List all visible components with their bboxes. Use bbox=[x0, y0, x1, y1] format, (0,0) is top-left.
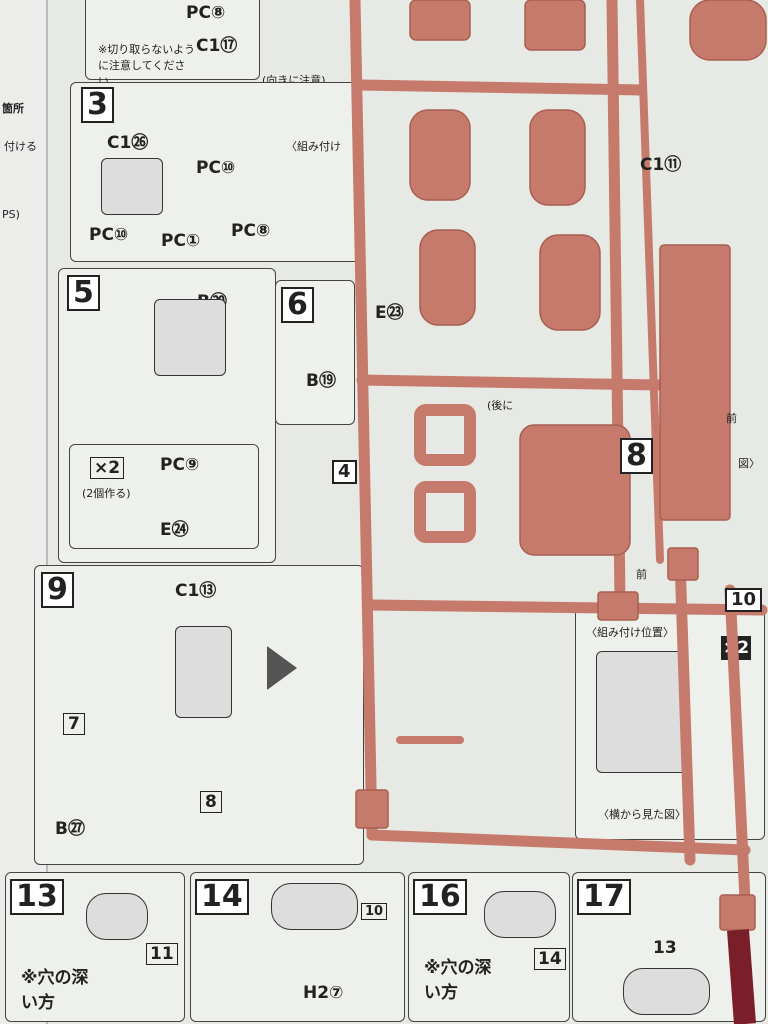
step-13: 13 11 ※穴の深い方 bbox=[5, 872, 185, 1022]
runner-frame bbox=[366, 599, 768, 616]
part-label: PC⑧ bbox=[231, 221, 271, 241]
step-14: 14 10 H2⑦ bbox=[190, 872, 405, 1022]
part-label: PC⑧ bbox=[186, 3, 226, 23]
runner-part bbox=[689, 0, 767, 61]
arrow-icon bbox=[267, 646, 297, 690]
runner-frame bbox=[356, 374, 666, 391]
runner-frame bbox=[354, 79, 646, 96]
note: (2個作る) bbox=[82, 487, 131, 500]
step-number: 5 bbox=[67, 275, 100, 311]
step-3: 3 C1㉖ PC⑩ PC⑩ PC① PC⑧ 〈組み付け bbox=[70, 82, 360, 262]
ref-number: 10 bbox=[361, 903, 388, 920]
part-label: PC① bbox=[161, 231, 201, 251]
runner-frame bbox=[366, 829, 751, 856]
left-text: PS) bbox=[2, 208, 20, 221]
runner-part bbox=[529, 109, 586, 206]
step-number: 8 bbox=[620, 438, 653, 474]
runner-part bbox=[409, 0, 471, 41]
step-number: 9 bbox=[41, 572, 74, 608]
part-label: E㉓ bbox=[375, 303, 404, 323]
runner-part bbox=[419, 229, 476, 326]
part-label: B⑲ bbox=[306, 371, 336, 391]
step-number: 13 bbox=[10, 879, 64, 915]
note: ※穴の深い方 bbox=[424, 958, 492, 1003]
ref-number: 7 bbox=[63, 713, 85, 735]
left-page: 箇所 付ける PS) bbox=[0, 0, 48, 1024]
runner-part bbox=[409, 109, 471, 201]
ref-number: 14 bbox=[534, 948, 566, 970]
quantity: ×2 bbox=[90, 457, 125, 479]
runner-gate bbox=[355, 789, 389, 829]
part-label: C1㉖ bbox=[107, 133, 149, 153]
step-top: PC⑧ C1⑰ ※切り取らないように注意してください。 bbox=[85, 0, 260, 88]
part-label: C1⑪ bbox=[640, 155, 682, 175]
part-label: C1⑰ bbox=[196, 36, 238, 56]
step-number: 4 bbox=[332, 460, 357, 484]
part-label: PC⑩ bbox=[89, 225, 129, 245]
part-label: H2⑦ bbox=[303, 983, 344, 1003]
part-label: PC⑩ bbox=[196, 158, 236, 178]
note: ※穴の深い方 bbox=[21, 968, 89, 1013]
runner-gate bbox=[719, 894, 756, 931]
note: 〈組み付け位置〉 bbox=[586, 626, 674, 639]
ref-number: 11 bbox=[146, 943, 178, 965]
step-number: 17 bbox=[577, 879, 631, 915]
runner-gate bbox=[667, 547, 699, 581]
note: 〈横から見た図〉 bbox=[598, 808, 686, 821]
note: (後に bbox=[487, 399, 514, 412]
part-label: PC⑨ bbox=[160, 455, 200, 475]
left-text: 箇所 bbox=[2, 102, 24, 115]
runner-frame bbox=[349, 0, 378, 841]
part-label: B㉗ bbox=[55, 819, 85, 839]
sub-box: ×2 (2個作る) PC⑨ E㉔ bbox=[69, 444, 259, 549]
step-9: 9 C1⑬ 7 8 B㉗ bbox=[34, 565, 364, 865]
runner-part bbox=[539, 234, 601, 331]
runner-part bbox=[414, 404, 476, 466]
step-number: 3 bbox=[81, 87, 114, 123]
ref-number: 13 bbox=[653, 938, 677, 958]
note: 前 bbox=[726, 412, 737, 425]
runner-gate bbox=[597, 591, 639, 621]
note: 図〉 bbox=[738, 457, 760, 470]
runner-part bbox=[659, 244, 731, 521]
step-number: 14 bbox=[195, 879, 249, 915]
step-number: 10 bbox=[725, 588, 763, 612]
runner-part bbox=[414, 481, 476, 543]
runner-part bbox=[519, 424, 631, 556]
red-runner bbox=[727, 929, 756, 1024]
step-5: 5 B⑳ ×2 (2個作る) PC⑨ E㉔ bbox=[58, 268, 276, 563]
part-label: E㉔ bbox=[160, 520, 189, 540]
left-text: 付ける bbox=[4, 140, 37, 153]
runner-frame bbox=[636, 0, 664, 564]
part-label: C1⑬ bbox=[175, 581, 217, 601]
step-16: 16 14 ※穴の深い方 bbox=[408, 872, 570, 1022]
note: 〈組み付け bbox=[286, 140, 341, 153]
step-6: 6 B⑲ bbox=[275, 280, 355, 425]
ref-number: 8 bbox=[200, 791, 222, 813]
step-number: 16 bbox=[413, 879, 467, 915]
step-number: 6 bbox=[281, 287, 314, 323]
runner-part bbox=[524, 0, 586, 51]
note: 前 bbox=[636, 568, 647, 581]
